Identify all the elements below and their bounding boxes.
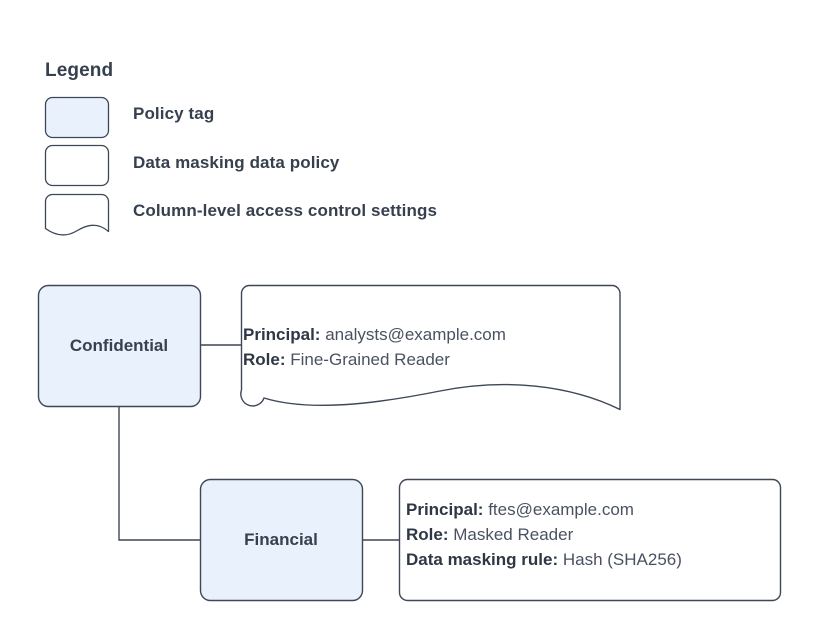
edge-confidential-to-financial: [118, 406, 200, 541]
legend-item-label-data-masking-policy: Data masking data policy: [133, 153, 340, 172]
confidential-access-note-shape[interactable]: [240, 284, 621, 411]
legend-item-label-policy-tag: Policy tag: [133, 104, 215, 123]
node-financial-shape[interactable]: [199, 478, 364, 602]
node-financial-label: Financial: [244, 530, 318, 549]
note-row: Principal: analysts@example.com: [243, 322, 506, 347]
policy-tag-swatch: [44, 96, 110, 139]
note-key: Role:: [406, 525, 449, 544]
note-row: Role: Fine-Grained Reader: [243, 347, 506, 372]
note-key: Data masking rule:: [406, 550, 559, 569]
note-key: Role:: [243, 350, 286, 369]
node-confidential-shape[interactable]: [37, 284, 202, 408]
financial-masking-note-shape[interactable]: [398, 478, 782, 602]
node-confidential-label: Confidential: [69, 336, 169, 355]
legend-title: Legend: [45, 60, 114, 81]
note-row: Principal: ftes@example.com: [406, 497, 682, 522]
note-value: Fine-Grained Reader: [290, 350, 450, 369]
data-masking-policy-swatch: [44, 144, 110, 187]
confidential-access-note-text: Principal: analysts@example.com Role: Fi…: [243, 322, 506, 372]
note-value: analysts@example.com: [325, 325, 506, 344]
column-access-settings-swatch: [44, 193, 110, 236]
edge-layer: [118, 344, 400, 541]
note-key: Principal:: [406, 500, 484, 519]
note-row: Data masking rule: Hash (SHA256): [406, 547, 682, 572]
note-key: Principal:: [243, 325, 321, 344]
financial-masking-note-text: Principal: ftes@example.com Role: Masked…: [406, 497, 682, 572]
note-value: Hash (SHA256): [562, 550, 682, 569]
note-row: Role: Masked Reader: [406, 522, 682, 547]
note-value: Masked Reader: [453, 525, 574, 544]
note-value: ftes@example.com: [488, 500, 634, 519]
legend-item-label-column-access-settings: Column-level access control settings: [133, 201, 438, 220]
